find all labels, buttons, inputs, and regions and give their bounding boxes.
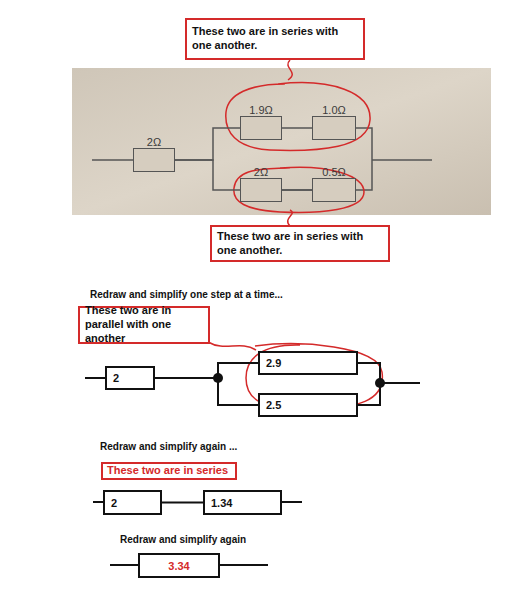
resistor-symbol: 2 — [103, 490, 162, 515]
node-text: These two are in series with one another… — [192, 25, 358, 53]
step-caption: Redraw and simplify again — [120, 534, 246, 545]
resistor-symbol: 2.5 — [258, 393, 358, 417]
resistor-symbol: 2Ω — [240, 178, 282, 202]
resistor-symbol: 1.0Ω — [312, 116, 356, 140]
node-text: These two are in series — [107, 464, 228, 478]
wire — [175, 160, 240, 190]
wire — [175, 128, 240, 160]
node-text: 2 — [113, 372, 119, 384]
red-freehand — [160, 60, 382, 409]
resistor-value: 1.0Ω — [313, 104, 355, 116]
node-text: 1.34 — [211, 497, 232, 509]
schematic-wires — [85, 363, 420, 565]
step-caption: Redraw and simplify one step at a time..… — [90, 289, 283, 300]
callout-box: These two are in series with one another… — [210, 225, 390, 262]
resistor-symbol: 3.34 — [138, 553, 220, 578]
resistor-symbol: 0.5Ω — [312, 178, 356, 202]
wire — [282, 189, 312, 191]
node-text: 2.9 — [266, 357, 281, 369]
callout-box: These two are in series — [101, 462, 237, 480]
wire — [155, 378, 258, 405]
resistor-symbol: 2Ω — [133, 148, 175, 172]
resistor-symbol: 2.9 — [258, 351, 358, 375]
junction-dot — [375, 378, 385, 388]
wire — [282, 127, 312, 129]
callout-box: These two are in series with one another… — [185, 18, 365, 60]
wire — [162, 502, 203, 504]
resistor-symbol: 1.9Ω — [240, 116, 282, 140]
photo-background — [72, 68, 491, 215]
resistor-value: 2Ω — [241, 166, 281, 178]
node-text: 2 — [111, 497, 117, 509]
node-text: These two are in series with one another… — [217, 230, 383, 258]
resistor-value: 1.9Ω — [241, 104, 281, 116]
node-text: These two are in parallel with one anoth… — [85, 304, 203, 345]
step-caption: Redraw and simplify again ... — [100, 441, 237, 452]
resistor-value: 2Ω — [134, 136, 174, 148]
node-text: 2.5 — [266, 399, 281, 411]
resistor-symbol: 2 — [105, 366, 155, 390]
wire — [155, 363, 258, 378]
resistor-symbol: 1.34 — [203, 490, 282, 515]
resistor-value: 0.5Ω — [313, 166, 355, 178]
callout-box: These two are in parallel with one anoth… — [78, 306, 210, 344]
node-text: 3.34 — [168, 560, 189, 572]
